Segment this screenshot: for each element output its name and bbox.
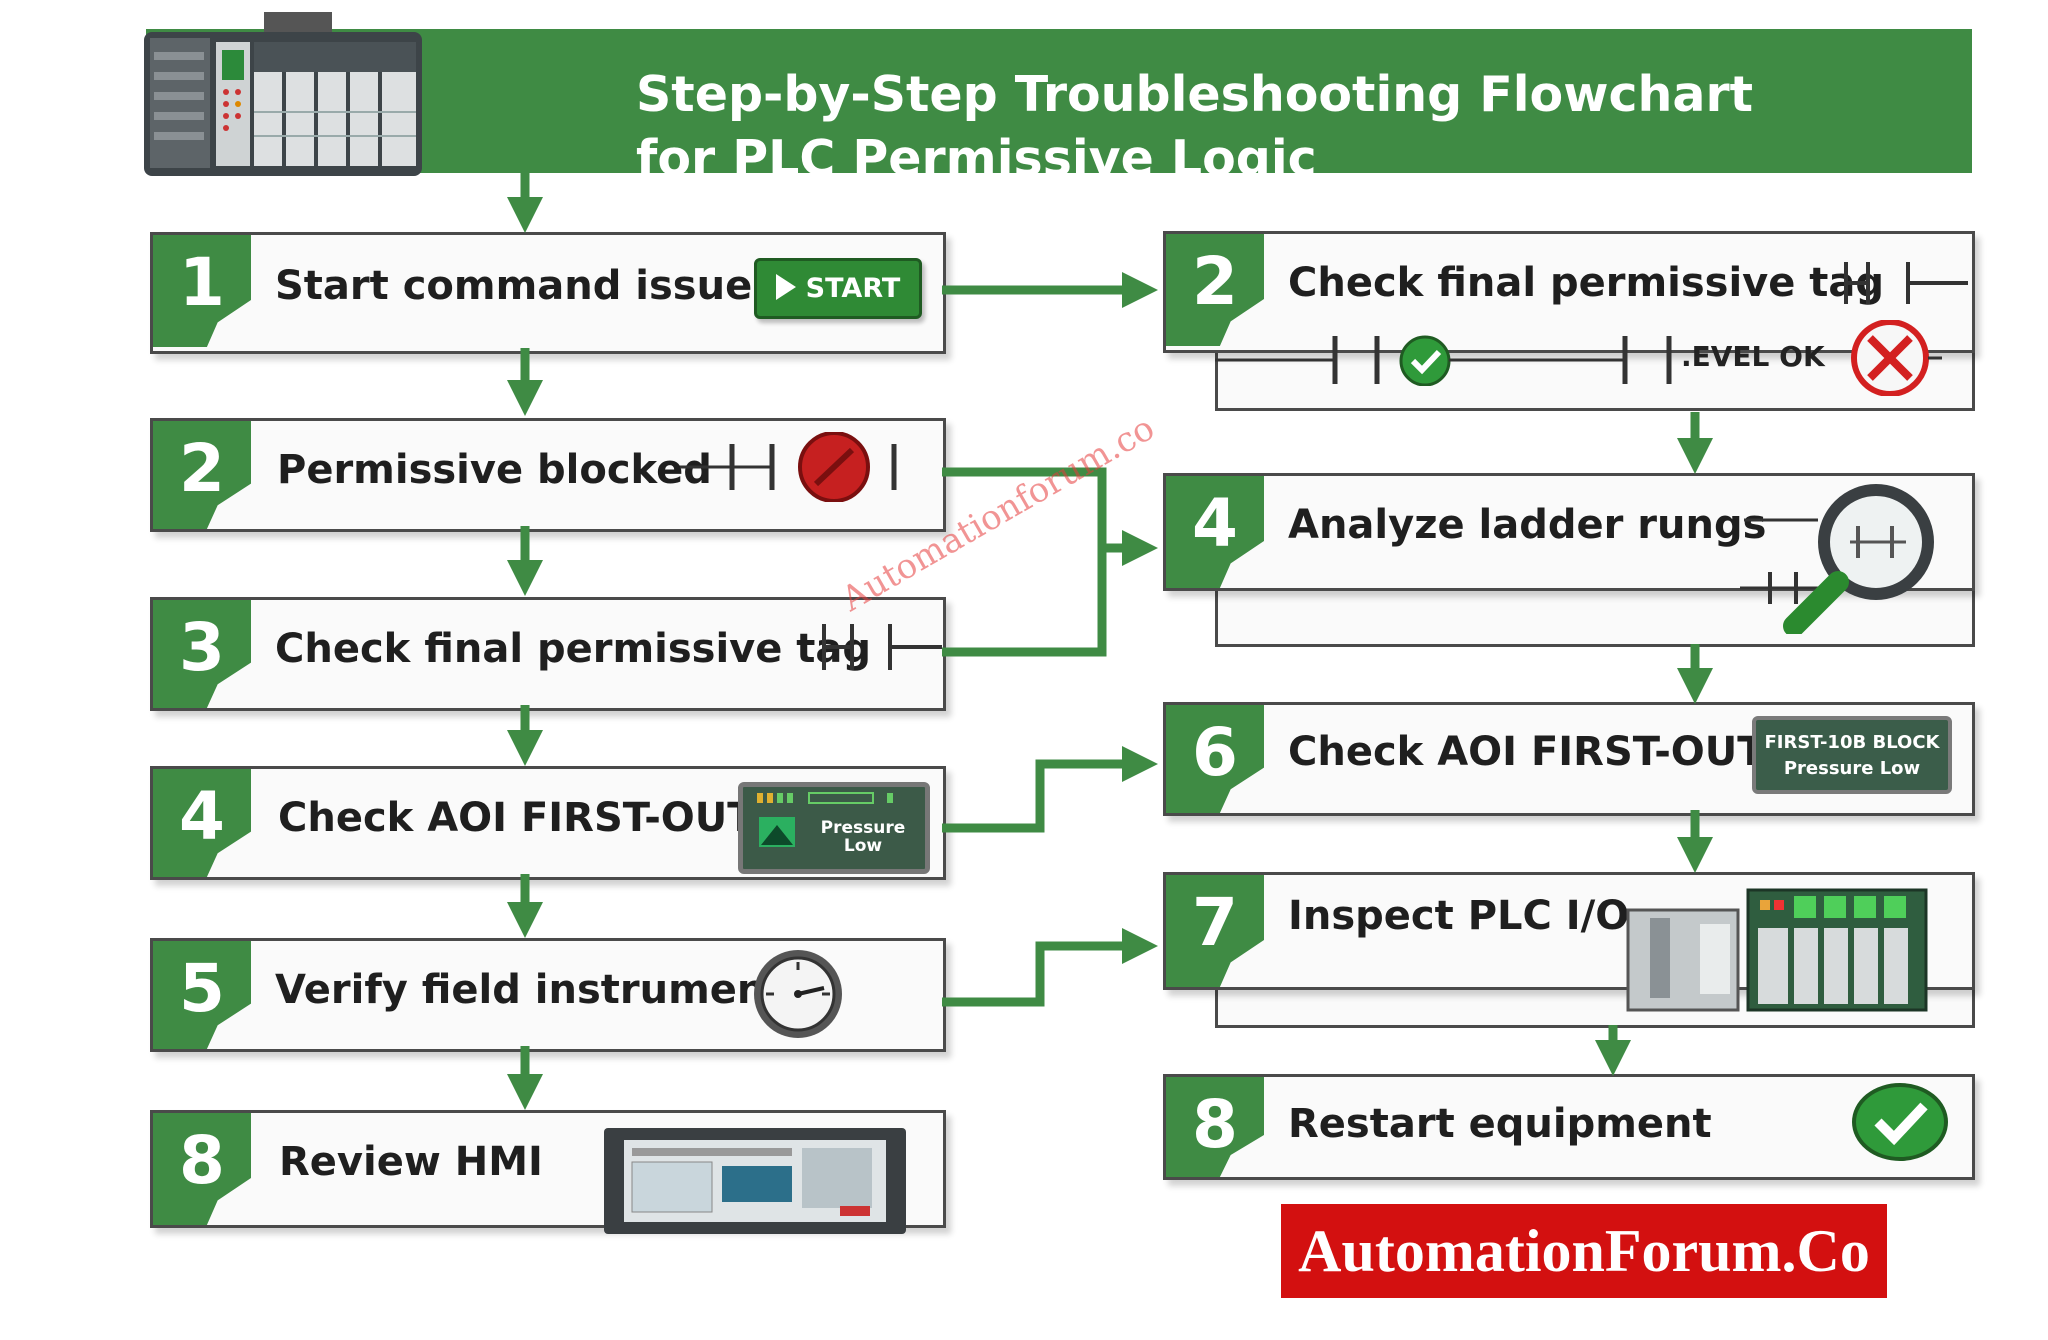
aoi-screen-line2: Low (843, 836, 883, 856)
hmi-screen-icon (604, 1128, 906, 1234)
contact-symbol-icon (1844, 262, 1968, 304)
ladder-rung-icon (1215, 335, 1672, 386)
level-ok-label: .EVEL OK (1681, 340, 1825, 373)
plc-rack-icon (144, 12, 422, 176)
step-number: 6 (1192, 714, 1238, 791)
step-label: Check final permissive tag (1288, 260, 1885, 306)
title-banner: Step-by-Step Troubleshooting Flowchart f… (146, 29, 1972, 187)
title-line-2: for PLC Permissive Logic (636, 130, 1317, 187)
aoi-panel-line1: FIRST-10B BLOCK (1764, 732, 1940, 753)
plc-io-rack-icon (1626, 888, 1928, 1012)
step-number: 4 (1192, 485, 1238, 562)
brand-logo: AutomationForum.Co (1281, 1204, 1887, 1298)
magnifier-icon (1740, 484, 1934, 634)
step-3-check-final-permissive: 3 Check final permissive tag (150, 597, 946, 711)
step-label: Check final permissive tag (275, 626, 872, 672)
step-label: Review HMI (279, 1139, 543, 1185)
step-label: Check AOI FIRST-OUT (278, 795, 755, 841)
step-label: Analyze ladder rungs (1288, 502, 1767, 548)
aoi-screen-icon: Pressure Low (738, 782, 930, 874)
pressure-gauge-icon (754, 950, 842, 1038)
aoi-first-out-panel: FIRST-10B BLOCK Pressure Low (1752, 716, 1952, 794)
step-number: 7 (1192, 884, 1238, 961)
step-label: Verify field instrument (275, 967, 785, 1013)
blocked-x-icon (1851, 320, 1942, 396)
start-button: START (754, 258, 922, 319)
step-number: 8 (179, 1122, 225, 1199)
aoi-screen-line1: Pressure (820, 818, 906, 838)
step-number: 3 (179, 609, 225, 686)
step-label: Restart equipment (1288, 1101, 1712, 1147)
step-label: Check AOI FIRST-OUT (1288, 729, 1765, 775)
green-check-icon (1852, 1083, 1948, 1161)
aoi-panel-line2: Pressure Low (1783, 758, 1921, 779)
contact-symbol-icon (822, 624, 942, 670)
step-r1-check-final-permissive: 2 Check final permissive tag (1163, 231, 1975, 353)
step-number: 2 (179, 430, 225, 507)
step-number: 1 (179, 244, 225, 321)
step-number: 2 (1192, 243, 1238, 320)
play-icon (775, 274, 796, 300)
blocked-contact-icon (680, 432, 897, 502)
page-title: Step-by-Step Troubleshooting Flowchart f… (636, 63, 1936, 191)
step-number: 8 (1192, 1086, 1238, 1163)
step-8-review-hmi: 8 Review HMI (150, 1110, 946, 1228)
step-label: Start command issued (275, 263, 781, 309)
step-label: Inspect PLC I/O (1288, 893, 1630, 939)
step-label: Permissive blocked (277, 447, 712, 493)
step-r5-restart-equipment: 8 Restart equipment (1163, 1074, 1975, 1180)
title-line-1: Step-by-Step Troubleshooting Flowchart (636, 66, 1754, 123)
step-number: 4 (179, 778, 225, 855)
step-number: 5 (179, 950, 225, 1027)
